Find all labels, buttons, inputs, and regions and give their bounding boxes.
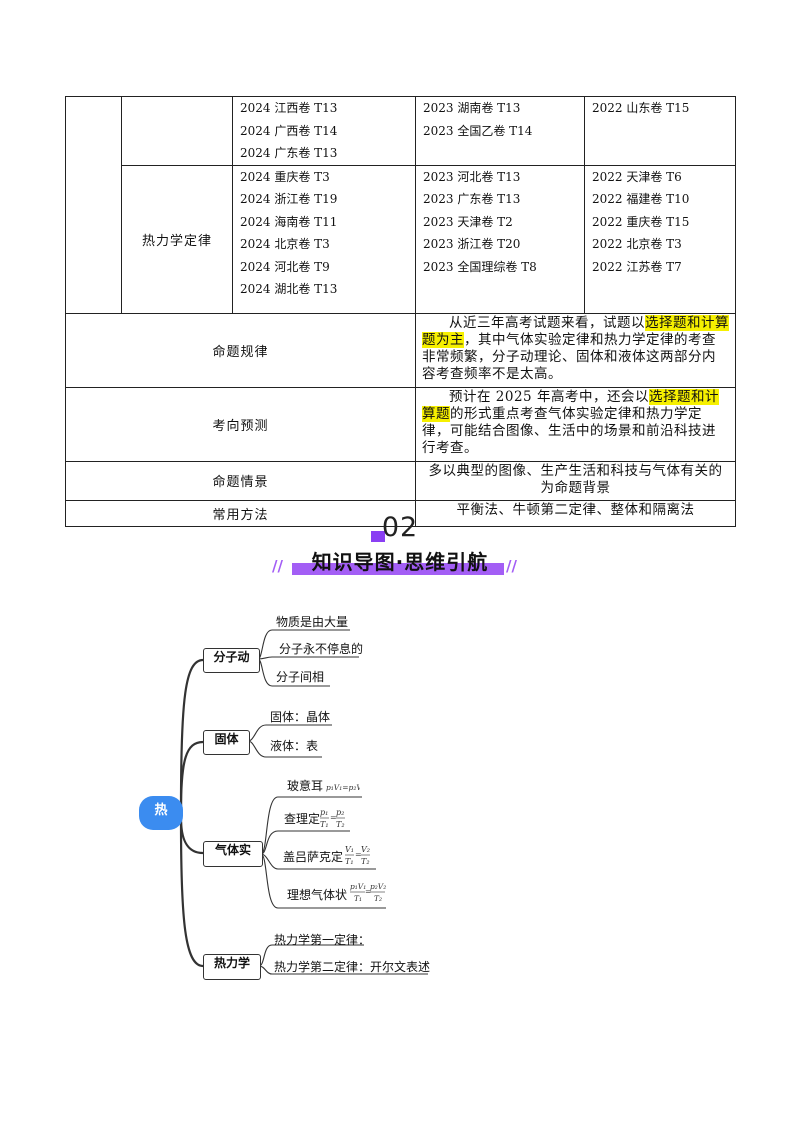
- list-item: 2024 广东卷 T13: [240, 146, 338, 160]
- exam-list-2024: 2024 重庆卷 T3 2024 浙江卷 T19 2024 海南卷 T11 20…: [232, 164, 416, 314]
- section-title-accent: [292, 563, 504, 575]
- connector-leaf: [257, 656, 359, 660]
- list-item: 2022 重庆卷 T15: [592, 214, 690, 229]
- list-item: 2024 广西卷 T14: [240, 123, 338, 138]
- list-item: 2023 全国乙卷 T14: [423, 123, 533, 138]
- list-item: 2023 广东卷 T13: [423, 192, 521, 206]
- svg-text:p₁V₁: p₁V₁: [350, 882, 366, 891]
- section-number: 02: [381, 512, 419, 543]
- table-row: 2024 江西卷 T13 2024 广西卷 T14 2024 广东卷 T13 2…: [65, 96, 736, 314]
- mindmap-branch-solid-liquid: 固体: [203, 730, 250, 755]
- list-item: 2022 天津卷 T6: [592, 169, 682, 184]
- svg-text:V₂: V₂: [361, 845, 370, 854]
- text-segment: 从近三年高考试题来看，试题以: [449, 314, 645, 331]
- category-cell: 热力学定律: [121, 164, 233, 314]
- table-row: 常用方法 平衡法、牛顿第二定律、整体和隔离法: [65, 499, 736, 527]
- svg-text:T₁: T₁: [354, 894, 362, 903]
- slash-decoration-left: //: [272, 557, 283, 575]
- list-item: 2022 福建卷 T10: [592, 192, 690, 206]
- list-item: 2024 北京卷 T3: [240, 237, 330, 251]
- mindmap-leaf: 固体：晶体: [270, 710, 331, 724]
- exam-table: 2024 江西卷 T13 2024 广西卷 T14 2024 广东卷 T13 2…: [65, 96, 736, 527]
- svg-text:T₂: T₂: [361, 857, 370, 866]
- list-item: 2023 湖南卷 T13: [423, 101, 521, 115]
- list-item: 2023 全国理综卷 T8: [423, 259, 537, 274]
- list-item: 2022 江苏卷 T7: [592, 259, 682, 274]
- table-row: 考向预测 预计在 2025 年高考中，还会以选择题和计算题的形式重点考查气体实验…: [65, 386, 736, 462]
- connector-leaf: [260, 853, 376, 870]
- svg-text:T₁: T₁: [345, 857, 354, 866]
- svg-text:p₁: p₁: [320, 808, 328, 817]
- mindmap-leaf: 液体：表: [270, 739, 319, 753]
- svg-text:=: =: [365, 887, 371, 896]
- row-label-mingti-guilv: 命题规律: [65, 312, 416, 388]
- connector-branch-1: [179, 658, 204, 807]
- exam-list-2023: 2023 湖南卷 T13 2023 全国乙卷 T14: [415, 96, 585, 166]
- mindmap-branch-thermodynamics: 热力学: [203, 954, 261, 980]
- svg-text:p₂V₂: p₂V₂: [370, 882, 386, 891]
- row-label-kaoxiang-yuce: 考向预测: [65, 386, 416, 462]
- connector-branch-3: [179, 817, 204, 855]
- mindmap-leaf: 玻意耳: [287, 779, 324, 793]
- row-label-changyong-fangfa: 常用方法: [65, 499, 416, 527]
- text-segment: 的形式重点考查气体实验定律和热力学定律，可能结合图像、生活中的场景和前沿科技进行…: [422, 405, 716, 456]
- mindmap-leaf: 分子永不停息的: [279, 642, 364, 656]
- mindmap-root-node: 热: [139, 796, 183, 830]
- formula-ideal-gas-image: p₁V₁ T₁ = p₂V₂ T₂: [350, 882, 386, 903]
- table-row: 热力学定律 2024 重庆卷 T3 2024 浙江卷 T19 2024 海南卷 …: [66, 164, 736, 314]
- mindmap-leaf: 理想气体状: [287, 888, 348, 902]
- svg-text:T₁: T₁: [320, 820, 329, 829]
- section-number-accent: [371, 531, 385, 542]
- svg-text:V₁: V₁: [345, 845, 354, 854]
- list-item: 2023 河北卷 T13: [423, 169, 521, 184]
- row-label-mingti-qingjing: 命题情景: [65, 460, 416, 501]
- list-item: 2022 北京卷 T3: [592, 237, 682, 251]
- text-segment: ，其中气体实验定律和热力学定律的考查非常频繁，分子动理论、固体和液体这两部分内容…: [422, 331, 716, 382]
- exam-list-2022: 2022 天津卷 T6 2022 福建卷 T10 2022 重庆卷 T15 20…: [584, 164, 736, 314]
- list-item: 2024 江西卷 T13: [240, 101, 338, 115]
- exam-list-2022: 2022 山东卷 T15: [584, 96, 736, 166]
- mindmap-leaf: 物质是由大量: [276, 615, 349, 629]
- svg-text:T₂: T₂: [374, 894, 382, 903]
- formula-gay-lussac-image: V₁ T₁ = V₂ T₂: [345, 845, 370, 866]
- list-item: 2024 湖北卷 T13: [240, 282, 338, 296]
- svg-text:T₂: T₂: [336, 820, 345, 829]
- svg-text:=: =: [355, 850, 362, 859]
- list-item: 2023 天津卷 T2: [423, 214, 513, 229]
- connector-branch-2: [179, 740, 204, 811]
- svg-text:p₁V₁=p₂V₂: p₁V₁=p₂V₂: [326, 783, 360, 792]
- list-item: 2023 浙江卷 T20: [423, 237, 521, 251]
- list-item: 2024 河北卷 T9: [240, 259, 330, 274]
- changyong-fangfa-text: 平衡法、牛顿第二定律、整体和隔离法: [415, 499, 736, 527]
- svg-text:=: =: [330, 813, 337, 822]
- connector-branch-4: [179, 821, 204, 968]
- list-item: 2024 重庆卷 T3: [240, 169, 330, 184]
- list-item: 2024 浙江卷 T19: [240, 192, 338, 206]
- mindmap-leaf: 盖吕萨克定: [283, 850, 344, 864]
- exam-list-2024: 2024 江西卷 T13 2024 广西卷 T14 2024 广东卷 T13: [232, 96, 416, 166]
- table-row: 命题情景 多以典型的图像、生产生活和科技与气体有关的为命题背景: [65, 460, 736, 501]
- mindmap-leaf: 热力学第一定律：: [274, 933, 371, 946]
- mindmap-branch-molecular-theory: 分子动: [203, 648, 260, 673]
- table-left-blank: [65, 96, 122, 314]
- svg-text:p₂: p₂: [336, 808, 344, 817]
- mindmap-leaf: 热力学第二定律：开尔文表述: [274, 960, 431, 974]
- exam-list-2023: 2023 河北卷 T13 2023 广东卷 T13 2023 天津卷 T2 20…: [415, 164, 585, 314]
- mingti-qingjing-text: 多以典型的图像、生产生活和科技与气体有关的为命题背景: [415, 460, 736, 501]
- mindmap-branch-gas-laws: 气体实: [203, 841, 263, 867]
- list-item: 2022 山东卷 T15: [592, 101, 690, 115]
- text-segment: 预计在 2025 年高考中，还会以: [449, 388, 649, 405]
- mindmap-leaf: 查理定: [284, 812, 321, 826]
- mindmap-leaf: 分子间相: [276, 670, 325, 684]
- formula-charles-pressure-image: p₁ T₁ = p₂ T₂: [320, 808, 345, 829]
- list-item: 2024 海南卷 T11: [240, 214, 338, 229]
- slash-decoration-right: //: [506, 557, 517, 575]
- kaoxiang-yuce-text: 预计在 2025 年高考中，还会以选择题和计算题的形式重点考查气体实验定律和热力…: [415, 386, 736, 462]
- section-title: 知识导图·思维引航: [311, 550, 489, 574]
- formula-boyle-image: p₁V₁=p₂V₂: [326, 783, 360, 792]
